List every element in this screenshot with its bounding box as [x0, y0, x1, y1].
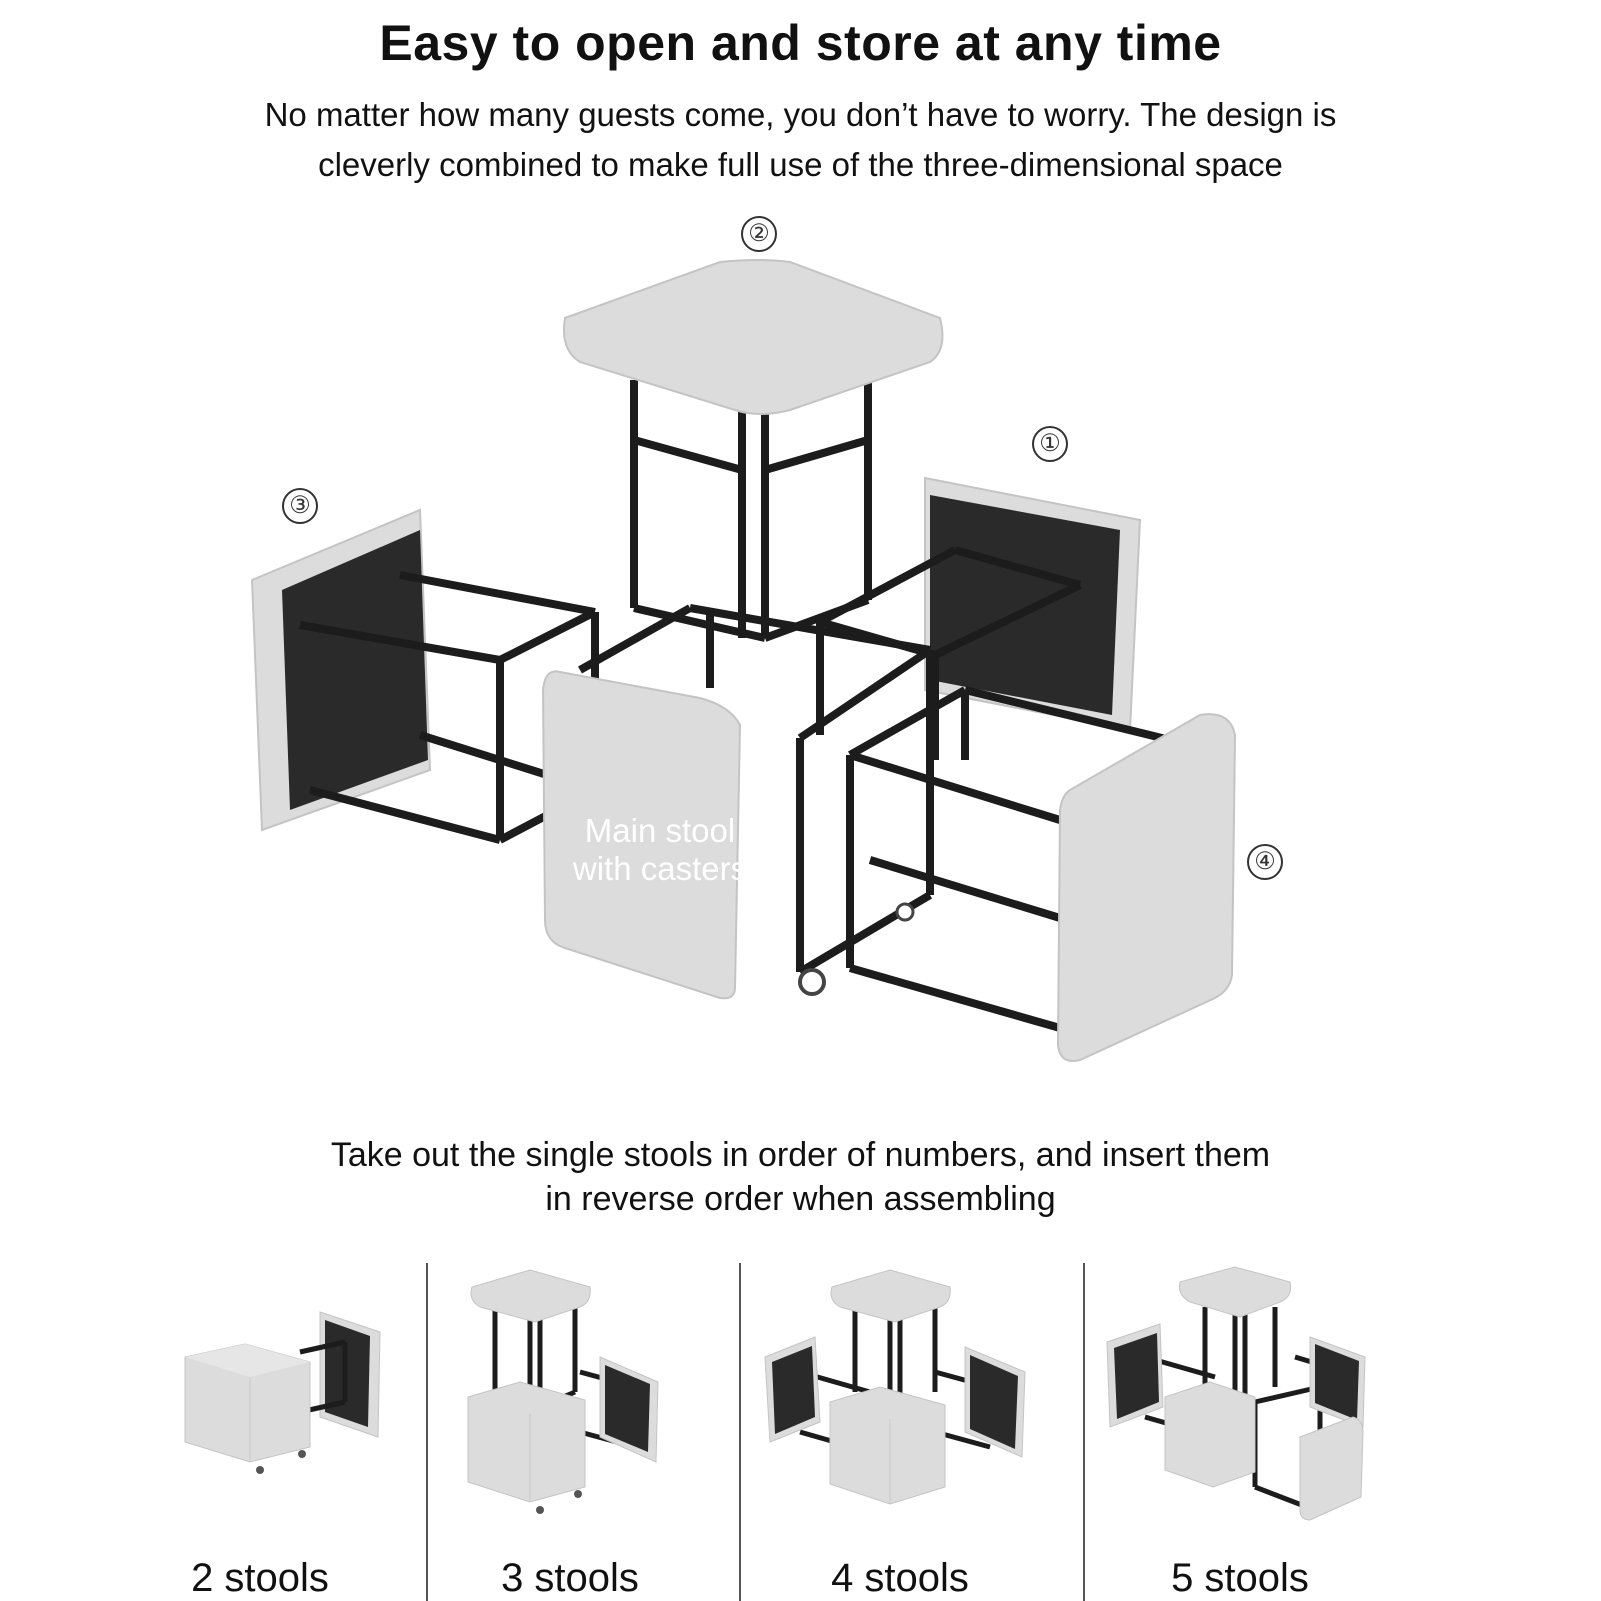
page-subtitle: No matter how many guests come, you don’… — [120, 90, 1481, 190]
caster-wheel — [895, 902, 915, 922]
stool-2-top — [630, 375, 872, 642]
main-stool-label-line-2: with casters — [572, 850, 748, 887]
main-stool-label: Main stool with casters — [560, 812, 760, 888]
instructions-line-2: in reverse order when assembling — [545, 1180, 1056, 1218]
stool-3-left — [250, 508, 599, 844]
marker-3: ③ — [282, 488, 318, 524]
divider — [1083, 1263, 1085, 1601]
main-stool-frame — [578, 604, 934, 976]
config-4-stools-label: 4 stools — [831, 1556, 969, 1600]
divider — [426, 1263, 428, 1601]
config-5-stools-label: 5 stools — [1171, 1556, 1309, 1600]
instructions-line-1: Take out the single stools in order of n… — [330, 1136, 1271, 1174]
marker-4: ④ — [1247, 844, 1283, 880]
config-5-stools-image — [1105, 1262, 1405, 1562]
main-stool-cushion — [541, 670, 742, 1000]
marker-1: ① — [1032, 426, 1068, 462]
stool-2-cushion — [563, 259, 944, 415]
stool-4-right — [846, 686, 1237, 1062]
config-3-stools-image — [460, 1262, 700, 1562]
marker-2: ② — [741, 216, 777, 252]
caster-wheel — [798, 968, 826, 996]
config-4-stools-image — [760, 1262, 1060, 1562]
divider — [739, 1263, 741, 1601]
subtitle-line-2: cleverly combined to make full use of th… — [318, 146, 1283, 183]
main-stool-label-line-1: Main stool — [584, 812, 736, 849]
config-2-stools-label: 2 stools — [191, 1556, 329, 1600]
assembly-instructions: Take out the single stools in order of n… — [200, 1133, 1401, 1221]
config-3-stools-label: 3 stools — [501, 1556, 639, 1600]
exploded-stool-illustration: ② ① ③ ④ — [0, 200, 1601, 1110]
stool-1-right — [816, 476, 1142, 760]
page-title: Easy to open and store at any time — [379, 15, 1222, 71]
subtitle-line-1: No matter how many guests come, you don’… — [264, 96, 1337, 133]
config-2-stools-image — [170, 1262, 410, 1562]
